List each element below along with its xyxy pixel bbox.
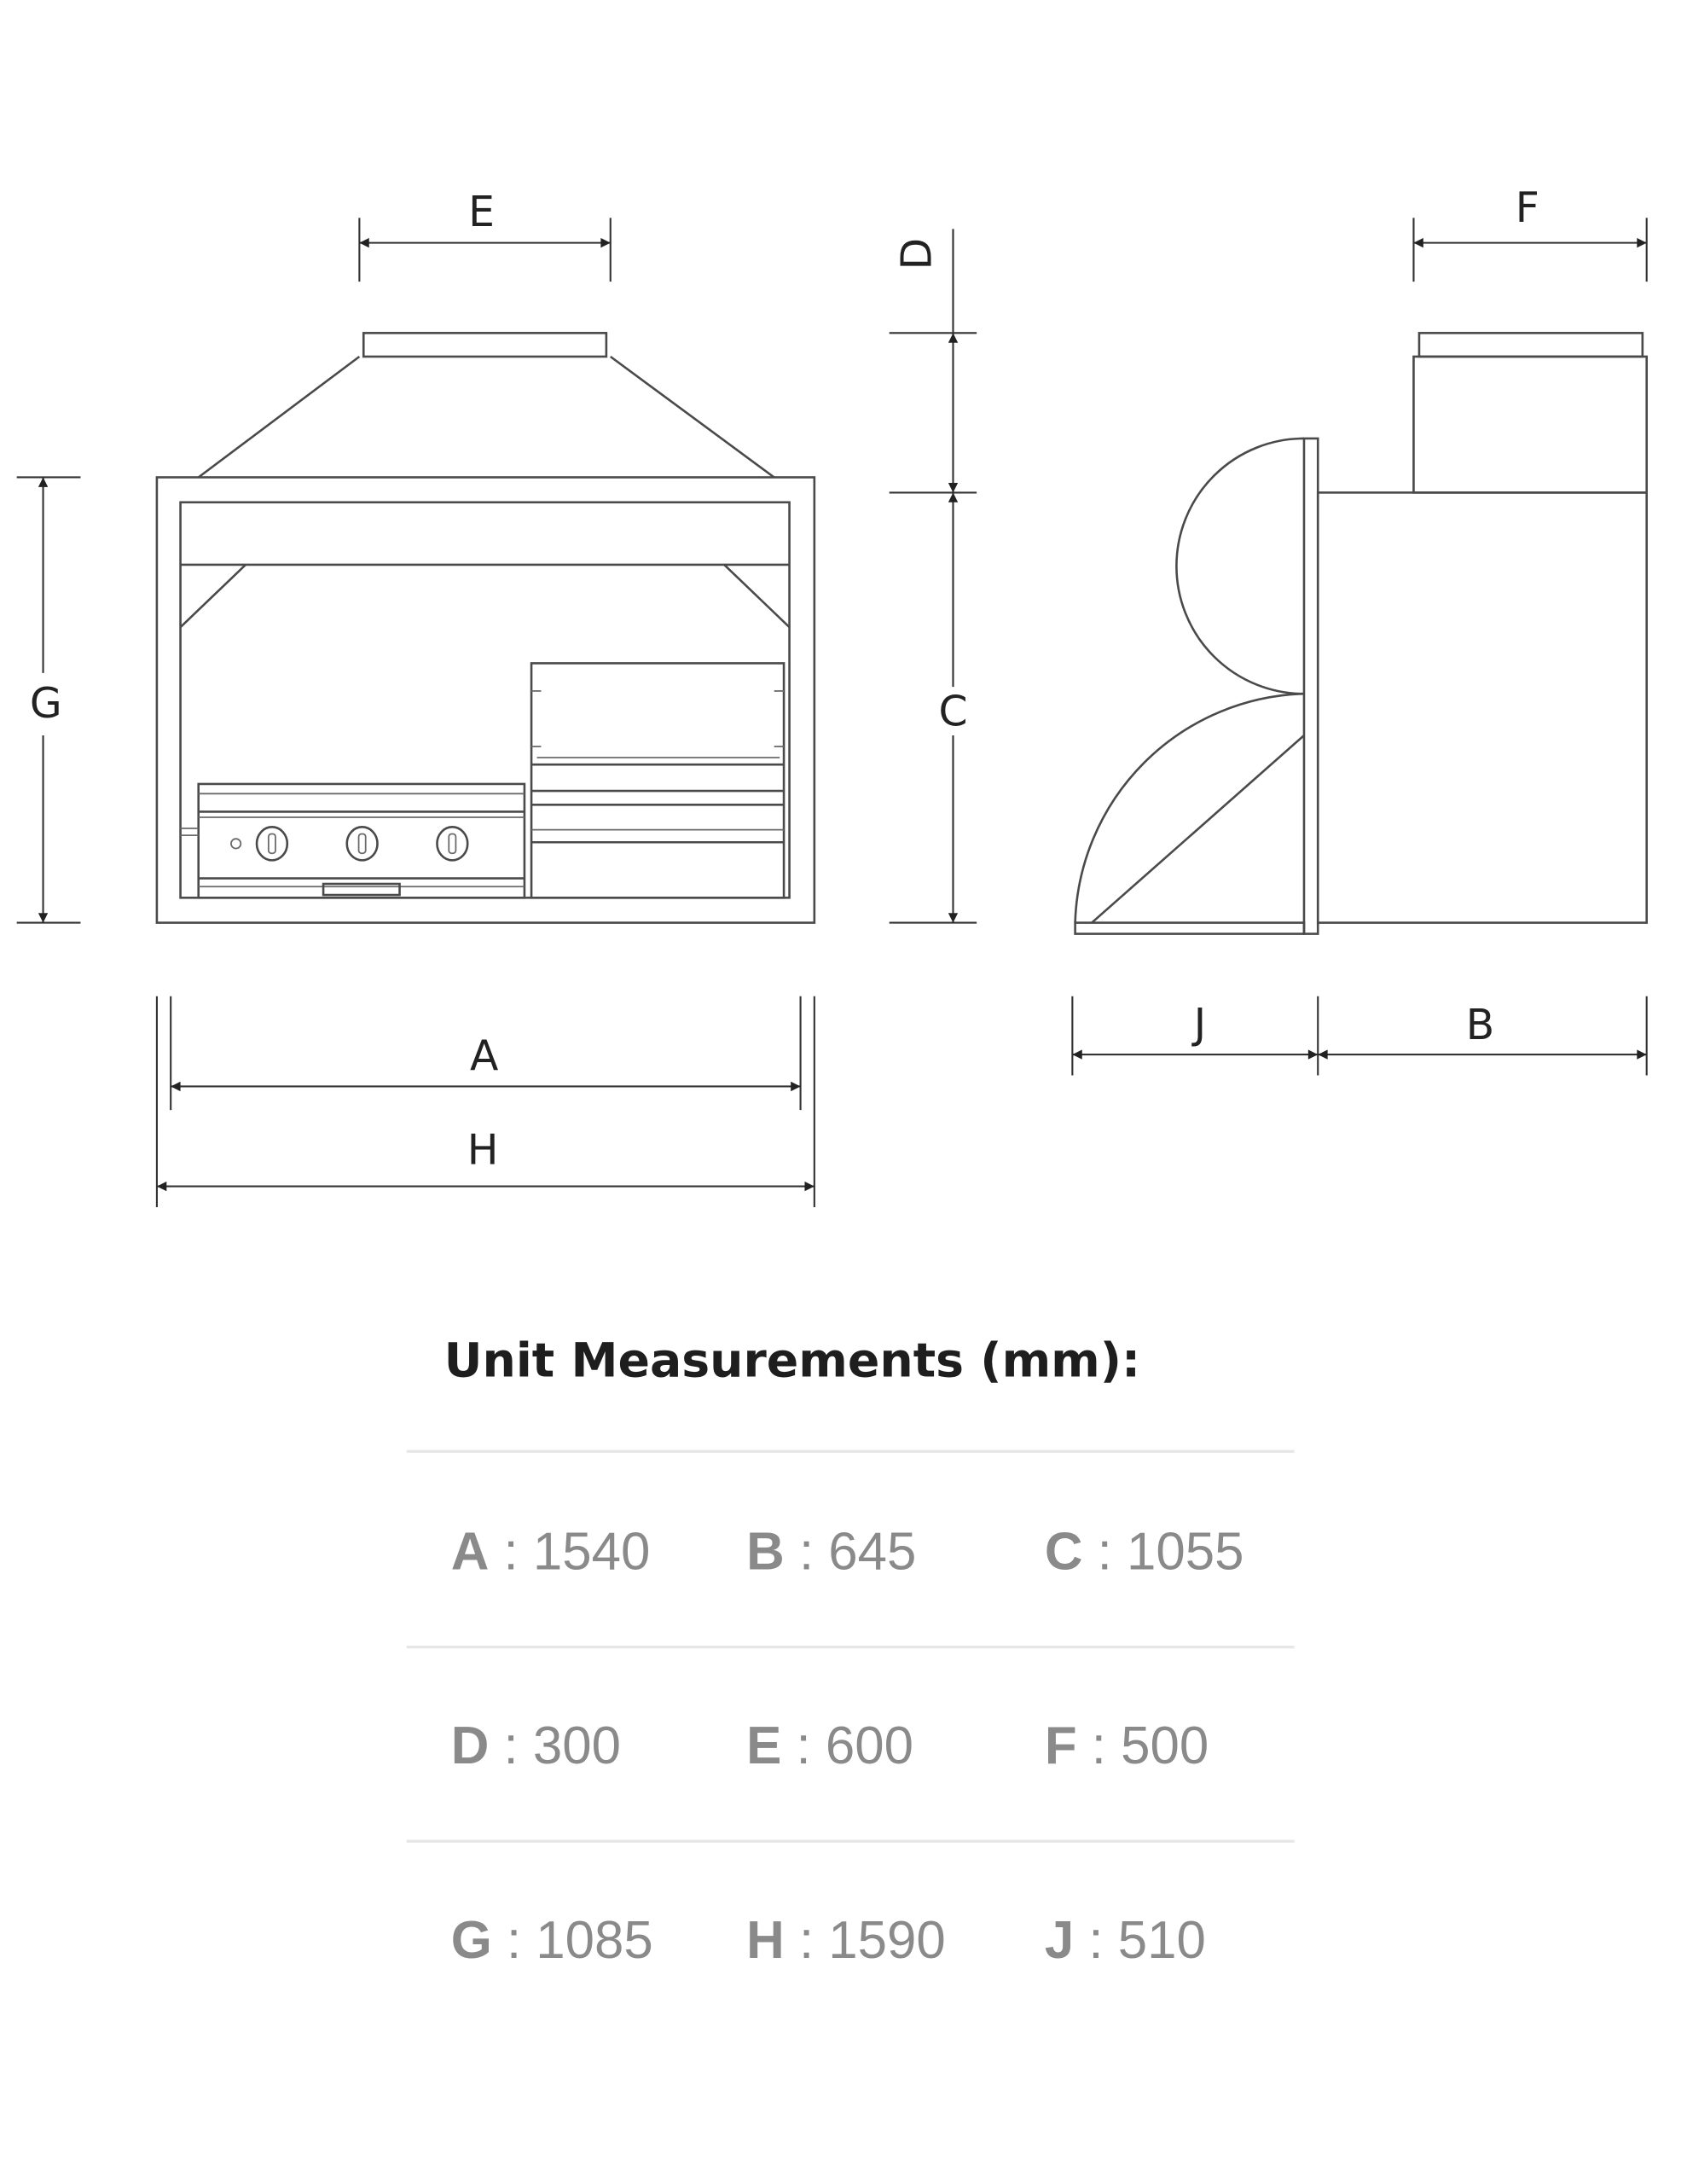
measurement-g: G : 1085: [451, 1911, 653, 1970]
chimney-collar: [362, 332, 608, 358]
knob-icon: [436, 826, 469, 862]
lid-arc: [1175, 437, 1304, 695]
dimension-d-c: D C: [889, 229, 977, 924]
drip-tray: [322, 882, 401, 897]
svg-text:B: B: [1466, 1001, 1494, 1049]
knob-icon: [345, 826, 379, 862]
svg-text:J: J: [1191, 1000, 1206, 1048]
door-arc: [1074, 692, 1305, 923]
dimension-h: H: [155, 996, 815, 1207]
svg-text:A: A: [470, 1031, 498, 1080]
measurement-f: F : 500: [1045, 1716, 1209, 1775]
measurements-title: Unit Measurements (mm):: [444, 1333, 1141, 1388]
outer-frame: [155, 476, 816, 924]
knob-icon: [255, 826, 289, 862]
svg-text:C: C: [938, 688, 967, 736]
measurement-h: H : 1590: [746, 1911, 946, 1970]
measurement-d: D : 300: [451, 1716, 621, 1775]
igniter-icon: [230, 838, 242, 850]
dimension-e: E: [358, 188, 612, 282]
dimension-j-b: J B: [1071, 996, 1648, 1076]
svg-text:E: E: [468, 188, 495, 236]
svg-text:H: H: [467, 1126, 499, 1175]
dimension-a: A: [170, 996, 802, 1111]
measurement-b: B : 645: [746, 1522, 916, 1581]
side-view: [1074, 332, 1649, 935]
measurement-c: C : 1055: [1045, 1522, 1244, 1581]
dimension-f: F: [1412, 183, 1648, 282]
svg-text:G: G: [30, 679, 62, 728]
measurement-a: A : 1540: [451, 1522, 651, 1581]
charcoal-box: [530, 662, 786, 899]
svg-text:D: D: [892, 238, 941, 270]
svg-text:F: F: [1516, 183, 1539, 232]
gas-grill: [180, 782, 526, 899]
measurements-table: Unit Measurements (mm): A : 1540 B : 645…: [406, 1333, 1295, 1970]
front-view: [155, 332, 816, 924]
measurement-e: E : 600: [746, 1716, 913, 1775]
measurement-j: J : 510: [1045, 1911, 1206, 1970]
dimension-g: G: [16, 476, 81, 924]
